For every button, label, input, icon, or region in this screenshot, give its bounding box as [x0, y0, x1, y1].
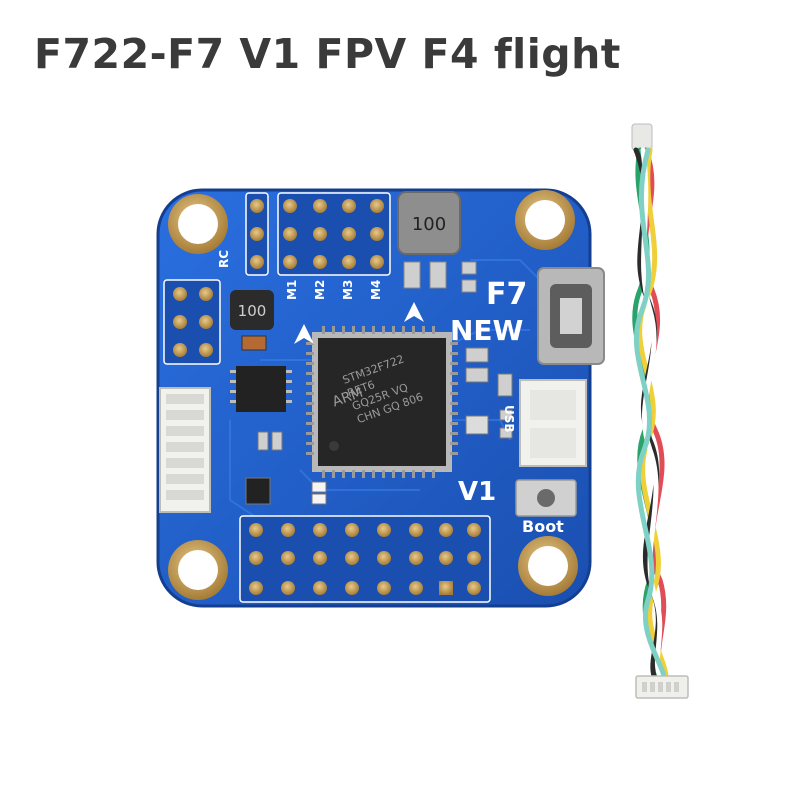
label-model-sub: NEW	[450, 314, 524, 347]
top-header-pads	[245, 192, 391, 276]
left-connector	[159, 387, 211, 513]
label-m2: M2	[313, 280, 327, 300]
boot-button	[515, 479, 577, 517]
bottom-header-pads	[239, 515, 491, 603]
mcu-chip: ARM STM32F722 RET6 GQ25R VQ CHN GQ 806	[306, 326, 458, 478]
cable-connector-top	[631, 123, 653, 151]
left-header-pads	[163, 279, 221, 365]
resistor	[241, 335, 267, 351]
product-title: F722-F7 V1 FPV F4 flight	[34, 30, 621, 78]
label-model: F7	[486, 277, 527, 312]
label-rc: RC	[217, 250, 231, 268]
twisted-wires	[632, 147, 669, 679]
label-m4: M4	[369, 280, 383, 300]
label-version: V1	[458, 477, 496, 507]
label-m3: M3	[341, 280, 355, 300]
inductor-left-label: 100	[238, 302, 267, 320]
label-usb: USB	[502, 405, 516, 433]
right-connector	[519, 379, 587, 467]
mounting-holes	[168, 190, 578, 600]
usb-port	[537, 267, 605, 365]
orientation-arrows	[294, 302, 424, 344]
flight-controller-board: 100 100	[156, 188, 605, 608]
sensor-chip	[230, 366, 292, 412]
inductor-top: 100	[397, 191, 461, 255]
label-boot: Boot	[522, 517, 564, 536]
small-components	[245, 347, 513, 505]
capacitors-top	[403, 261, 477, 293]
inductor-left: 100	[230, 290, 274, 330]
jst-cable	[631, 123, 689, 699]
label-m1: M1	[285, 280, 299, 300]
inductor-top-label: 100	[412, 214, 446, 235]
